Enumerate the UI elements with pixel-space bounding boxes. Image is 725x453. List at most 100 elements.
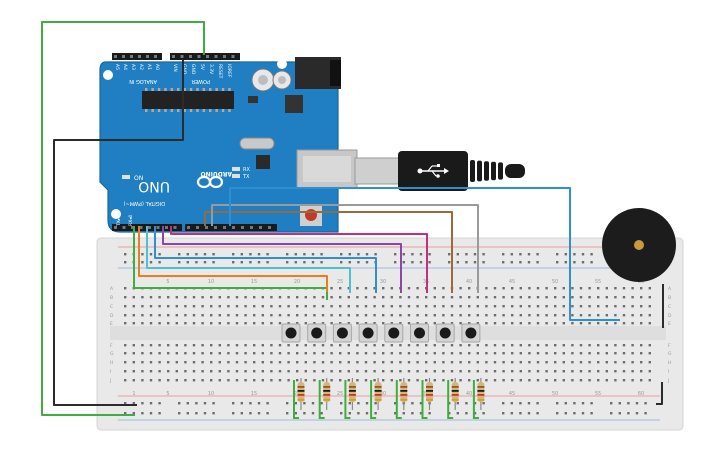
wire-gnd-black[interactable] <box>53 60 184 406</box>
rail-hole <box>141 412 144 415</box>
terminal-hole <box>321 344 325 347</box>
terminal-hole <box>597 305 600 308</box>
terminal-hole <box>218 344 221 347</box>
link-wire[interactable] <box>370 380 377 419</box>
rail-hole <box>266 412 269 415</box>
arduino-uno-board[interactable]: ON TX RX UNO ARDUINO DIGITAL (PWM~) ANAL… <box>99 53 358 233</box>
pushbutton-cap[interactable] <box>311 327 323 339</box>
terminal-hole <box>631 314 634 317</box>
link-wire[interactable] <box>293 380 299 419</box>
rail-hole <box>266 402 269 405</box>
link-wire[interactable] <box>395 380 402 419</box>
wire-rail-black[interactable] <box>656 382 663 405</box>
piezo-buzzer[interactable] <box>602 208 676 282</box>
wire-d2-green[interactable] <box>133 226 328 300</box>
resistor-band <box>477 390 485 392</box>
resistor-band <box>477 399 485 401</box>
wire-d4-cyan[interactable] <box>146 226 351 293</box>
wires[interactable] <box>41 21 664 416</box>
rail-hole <box>311 253 315 256</box>
terminal-hole <box>175 379 178 382</box>
terminal-hole <box>132 344 135 347</box>
link-wire[interactable] <box>421 380 428 419</box>
terminal-hole <box>347 322 350 325</box>
pushbutton-cap[interactable] <box>285 327 297 339</box>
terminal-hole <box>141 305 144 308</box>
terminal-hole <box>588 379 591 382</box>
wire-d6-purple[interactable] <box>162 226 402 293</box>
terminal-hole <box>184 314 187 317</box>
terminal-hole <box>493 314 497 317</box>
terminal-hole <box>296 379 299 382</box>
analog-pin-label: A1 <box>146 64 152 70</box>
usb-cable-strain-relief <box>470 160 503 182</box>
terminal-hole <box>184 352 187 355</box>
terminal-hole <box>330 379 333 382</box>
pushbutton-cap[interactable] <box>362 327 374 339</box>
terminal-hole <box>313 322 316 325</box>
terminal-hole <box>390 370 393 373</box>
terminal-hole <box>124 344 127 347</box>
wire-d7-magenta[interactable] <box>170 226 428 293</box>
rail-hole <box>348 412 351 415</box>
row-letter: A <box>110 286 114 292</box>
rail-hole <box>536 253 539 256</box>
resistor-band <box>426 394 433 396</box>
terminal-hole <box>330 352 333 355</box>
terminal-hole <box>321 322 325 325</box>
pushbutton-cap[interactable] <box>465 327 477 339</box>
terminal-hole <box>545 287 548 290</box>
link-wire[interactable] <box>472 380 479 419</box>
terminal-hole <box>416 296 419 299</box>
terminal-hole <box>141 352 144 355</box>
pushbutton-cap[interactable] <box>388 327 400 339</box>
terminal-hole <box>296 344 299 347</box>
terminal-hole <box>192 379 196 382</box>
terminal-hole <box>253 296 256 299</box>
column-number: 20 <box>294 391 300 397</box>
terminal-hole <box>287 305 290 308</box>
reset-button[interactable] <box>305 209 317 221</box>
terminal-hole <box>407 361 411 364</box>
pushbutton-cap[interactable] <box>336 327 348 339</box>
wire-d9-gray[interactable] <box>211 204 479 293</box>
wire-d3-orange[interactable] <box>138 226 328 292</box>
rail-hole <box>141 253 144 256</box>
terminal-hole <box>201 370 204 373</box>
terminal-hole <box>536 305 540 308</box>
wire-d8-brown[interactable] <box>204 211 453 293</box>
row-letter: I <box>668 369 669 375</box>
link-wire[interactable] <box>318 380 325 419</box>
resistor-band <box>400 394 408 396</box>
link-wire[interactable] <box>447 380 454 419</box>
rail-hole <box>644 412 647 415</box>
pushbutton-cap[interactable] <box>439 327 451 339</box>
wire-5v-green[interactable] <box>41 21 205 416</box>
pushbuttons[interactable] <box>281 323 481 343</box>
rail-hole <box>527 261 531 264</box>
terminal-hole <box>562 379 565 382</box>
link-wire[interactable] <box>344 380 351 419</box>
rail-hole <box>311 412 315 415</box>
terminal-hole <box>622 322 626 325</box>
row-letter: J <box>109 378 111 384</box>
rail-hole <box>502 412 505 415</box>
terminal-hole <box>373 314 376 317</box>
wire-buzzer-blue[interactable] <box>229 187 620 321</box>
terminal-hole <box>227 370 230 373</box>
header-pin <box>223 226 226 229</box>
chip-leg <box>228 109 231 112</box>
terminal-hole <box>261 322 264 325</box>
terminal-hole <box>622 314 626 317</box>
usb-cable[interactable] <box>354 151 525 191</box>
rail-hole <box>618 402 621 405</box>
terminal-hole <box>640 352 643 355</box>
pushbutton-cap[interactable] <box>414 327 425 339</box>
terminal-hole <box>347 296 350 299</box>
resistor-band <box>451 394 459 396</box>
terminal-hole <box>201 314 204 317</box>
wire-d5-blue[interactable] <box>154 226 377 293</box>
mounting-hole <box>277 59 287 69</box>
rail-hole <box>411 253 414 256</box>
terminal-hole <box>545 344 548 347</box>
